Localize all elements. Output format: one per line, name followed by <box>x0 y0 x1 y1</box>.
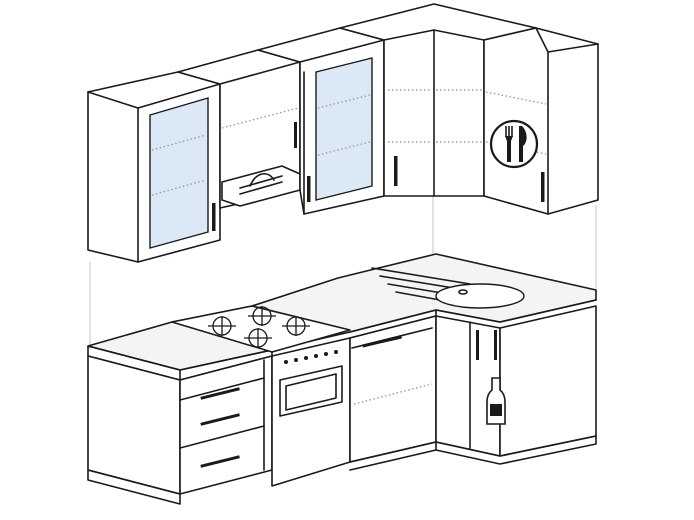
lower-cabinet-corner <box>435 305 597 465</box>
bottle-icon <box>486 377 506 425</box>
door-handle <box>476 330 479 360</box>
drawer-handle <box>200 455 240 468</box>
burner-icon <box>244 328 272 348</box>
burner-icon <box>208 316 236 336</box>
burner-icon <box>248 306 276 326</box>
wall-outline <box>89 195 597 350</box>
oven <box>271 337 351 487</box>
glass-door-panel <box>315 57 373 201</box>
sink-drain <box>458 289 468 295</box>
drawer-handle <box>200 387 240 400</box>
control-knobs <box>284 350 338 364</box>
fork-knife-icon <box>489 119 539 169</box>
door-handle <box>294 122 297 148</box>
sink-bowl <box>435 283 525 309</box>
door-handle <box>541 172 545 202</box>
door-handle <box>307 176 311 202</box>
upper-cabinet-right <box>483 27 599 215</box>
plinth <box>435 435 597 465</box>
gas-hob <box>171 305 351 353</box>
upper-cabinet-middle-glass <box>257 27 385 215</box>
glass-door-panel <box>149 97 209 249</box>
lower-cabinet-drawers <box>87 355 273 505</box>
drawer-handle <box>362 335 402 348</box>
door-handle <box>394 156 398 186</box>
lower-cabinet-middle <box>349 315 437 471</box>
sink <box>371 267 525 309</box>
drawer-handle <box>200 413 240 426</box>
plinth <box>87 469 181 505</box>
door-handle <box>494 330 497 360</box>
door-handle <box>212 203 216 231</box>
plinth <box>349 441 437 471</box>
upper-cabinet-left-glass <box>87 71 221 263</box>
oven-window <box>279 365 343 417</box>
burner-icon <box>282 316 310 336</box>
